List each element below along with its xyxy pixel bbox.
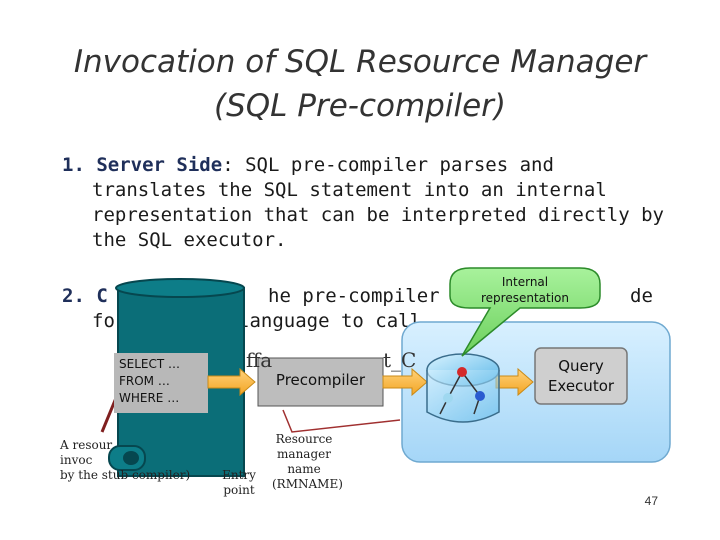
sql-statement-box	[114, 353, 208, 413]
arrow-precompiler-to-tree	[382, 367, 428, 397]
query-executor-line2: Executor	[547, 377, 615, 395]
sql-select-line: SELECT …	[119, 357, 180, 371]
sql-statement-text: SELECT … FROM … WHERE …	[119, 356, 180, 407]
callout-label: Internal representation	[450, 274, 600, 306]
item-1-lead: Server Side	[96, 154, 223, 176]
annotation-rmname-line4: (RMNAME)	[272, 477, 343, 491]
item-2-fragment-c: C	[96, 285, 108, 307]
item-1-number: 1.	[62, 154, 85, 176]
slide-title-line1: Invocation of SQL Resource Manager	[73, 44, 647, 80]
callout-label-line1: Internal	[501, 275, 549, 289]
callout-label-line2: representation	[480, 291, 569, 305]
code-fragment-left: ffa	[246, 348, 273, 372]
precompiler-box	[257, 357, 384, 407]
page-number: 47	[644, 494, 658, 508]
code-fragment-right: t_C	[383, 348, 417, 372]
item-2-number: 2.	[62, 285, 85, 307]
annotation-rmname-line1: Resource	[275, 432, 333, 446]
item-2-fragment-de: de	[630, 285, 653, 307]
item-2-line1-start: 2. C	[62, 284, 108, 309]
item-2-fragment-language: language to call	[238, 310, 422, 332]
item-2-fragment-fo: fo	[92, 310, 115, 332]
item-1-line4: the SQL executor.	[92, 229, 287, 251]
annotation-rmname-line2: manager	[277, 447, 331, 461]
annotation-resource-line3: by the stub compiler)	[60, 468, 191, 482]
internal-representation-tree	[426, 353, 500, 423]
annotation-line-left	[100, 397, 118, 433]
arrow-sql-to-precompiler	[207, 367, 256, 397]
item-1-line3: representation that can be interpreted d…	[92, 204, 664, 226]
sql-where-line: WHERE …	[119, 391, 180, 405]
annotation-line-right	[282, 409, 401, 433]
annotation-rmname: Resource manager name (RMNAME)	[272, 432, 343, 492]
item-1-text-1: : SQL pre-compiler parses and	[222, 154, 554, 176]
query-executor-label: Query Executor	[535, 356, 627, 396]
query-executor-line1: Query	[558, 357, 604, 375]
annotation-resource-line1: A resour	[60, 438, 113, 452]
item-1-line1: 1. Server Side: SQL pre-compiler parses …	[62, 153, 554, 178]
annotation-rmname-line3: name	[287, 462, 321, 476]
annotation-resource: A resour invoc by the stub compiler)	[60, 438, 190, 483]
annotation-entry-line1: Entry	[222, 468, 256, 482]
sql-from-line: FROM …	[119, 374, 170, 388]
precompiler-label: Precompiler	[275, 371, 366, 389]
item-2-fragment-precompiler: he pre-compiler	[268, 285, 440, 307]
annotation-entry-point: Entry point	[222, 468, 256, 498]
annotation-entry-line2: point	[223, 483, 255, 497]
slide-title-line2: (SQL Pre-compiler)	[213, 88, 507, 124]
item-1-line2: translates the SQL statement into an int…	[92, 179, 607, 201]
query-executor-box	[534, 347, 628, 405]
annotation-resource-line2: invoc	[60, 453, 93, 467]
callout-bubble	[449, 267, 601, 357]
